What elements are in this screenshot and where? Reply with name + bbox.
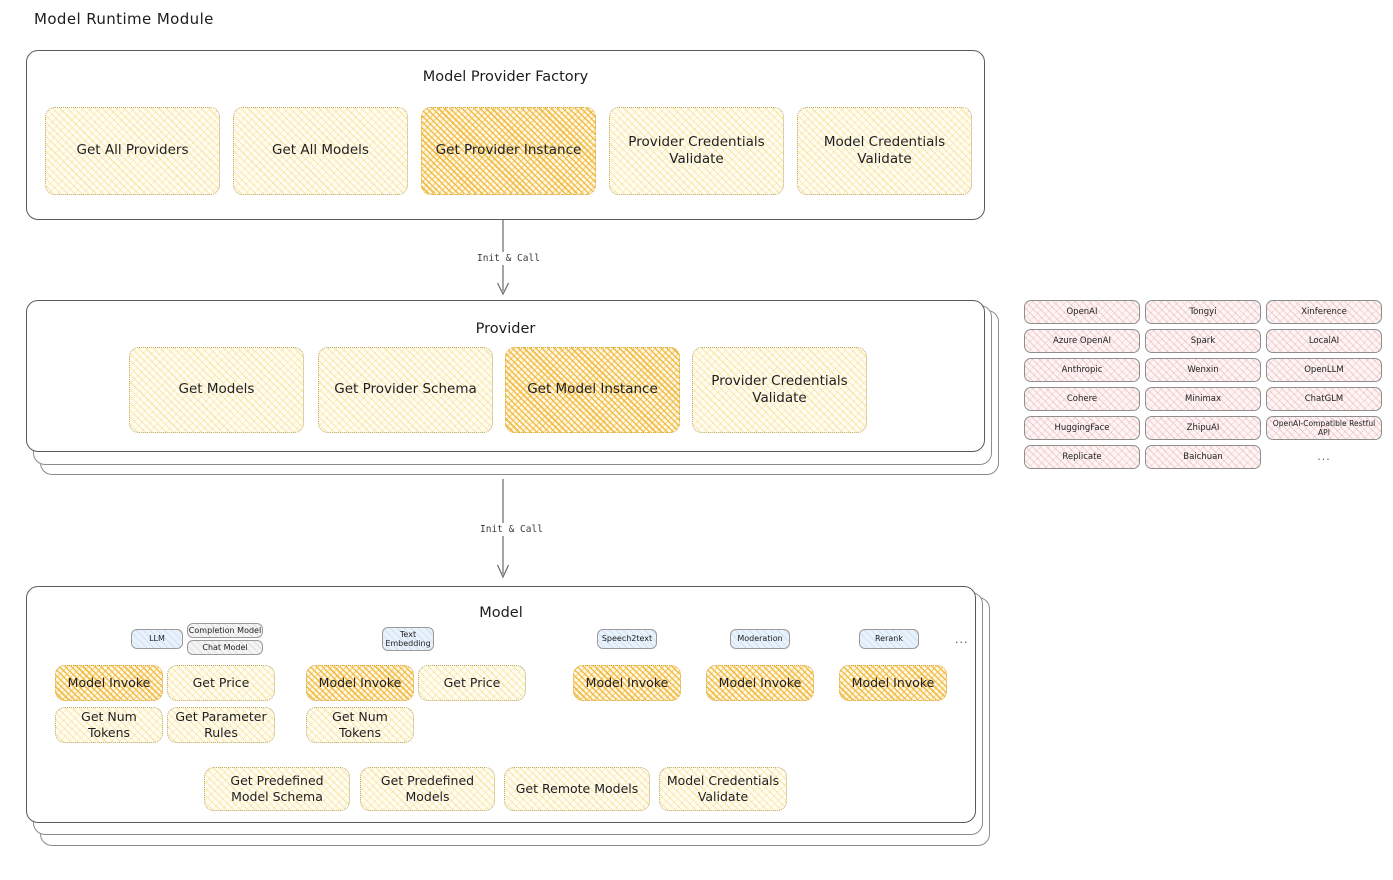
panel-model: Model LLM Completion Model Chat Model Mo…	[26, 586, 976, 823]
chip-localai[interactable]: LocalAI	[1266, 329, 1382, 353]
chip-azure-openai[interactable]: Azure OpenAI	[1024, 329, 1140, 353]
badge-text-embedding[interactable]: Text Embedding	[382, 627, 434, 651]
chip-openai-compatible-restful-api[interactable]: OpenAI-Compatible Restful API	[1266, 416, 1382, 440]
badge-llm[interactable]: LLM	[131, 629, 183, 649]
connector-label-init-call-1: Init & Call	[474, 252, 543, 265]
chip-spark[interactable]: Spark	[1145, 329, 1261, 353]
box-text-embedding-model-invoke[interactable]: Model Invoke	[306, 665, 414, 701]
box-rerank-model-invoke[interactable]: Model Invoke	[839, 665, 947, 701]
box-llm-get-parameter-rules[interactable]: Get Parameter Rules	[167, 707, 275, 743]
box-model-credentials-validate[interactable]: Model Credentials Validate	[797, 107, 972, 195]
page-title: Model Runtime Module	[34, 10, 214, 28]
box-get-models[interactable]: Get Models	[129, 347, 304, 433]
panel-title-provider: Provider	[475, 321, 536, 337]
chip-wenxin[interactable]: Wenxin	[1145, 358, 1261, 382]
chip-replicate[interactable]: Replicate	[1024, 445, 1140, 469]
provider-list: OpenAI Azure OpenAI Anthropic Cohere Hug…	[1024, 300, 1384, 480]
box-provider-credentials-validate-2[interactable]: Provider Credentials Validate	[692, 347, 867, 433]
chip-chatglm[interactable]: ChatGLM	[1266, 387, 1382, 411]
box-get-all-providers[interactable]: Get All Providers	[45, 107, 220, 195]
box-get-remote-models[interactable]: Get Remote Models	[504, 767, 650, 811]
provider-list-ellipsis: ...	[1317, 450, 1331, 463]
badge-speech2text[interactable]: Speech2text	[597, 629, 657, 649]
connector-label-init-call-2: Init & Call	[477, 523, 546, 536]
box-text-embedding-get-num-tokens[interactable]: Get Num Tokens	[306, 707, 414, 743]
box-llm-get-num-tokens[interactable]: Get Num Tokens	[55, 707, 163, 743]
box-get-predefined-model-schema[interactable]: Get Predefined Model Schema	[204, 767, 350, 811]
box-llm-get-price[interactable]: Get Price	[167, 665, 275, 701]
box-provider-credentials-validate[interactable]: Provider Credentials Validate	[609, 107, 784, 195]
box-get-provider-schema[interactable]: Get Provider Schema	[318, 347, 493, 433]
badge-rerank[interactable]: Rerank	[859, 629, 919, 649]
badge-completion-model[interactable]: Completion Model	[187, 623, 263, 638]
box-get-predefined-models[interactable]: Get Predefined Models	[360, 767, 495, 811]
box-get-all-models[interactable]: Get All Models	[233, 107, 408, 195]
chip-openllm[interactable]: OpenLLM	[1266, 358, 1382, 382]
chip-minimax[interactable]: Minimax	[1145, 387, 1261, 411]
box-get-model-instance[interactable]: Get Model Instance	[505, 347, 680, 433]
badge-chat-model[interactable]: Chat Model	[187, 640, 263, 655]
panel-title-model: Model	[479, 605, 523, 621]
chip-tongyi[interactable]: Tongyi	[1145, 300, 1261, 324]
box-model-credentials-validate-2[interactable]: Model Credentials Validate	[659, 767, 787, 811]
box-text-embedding-get-price[interactable]: Get Price	[418, 665, 526, 701]
chip-zhipuai[interactable]: ZhipuAI	[1145, 416, 1261, 440]
badge-moderation[interactable]: Moderation	[730, 629, 790, 649]
box-llm-model-invoke[interactable]: Model Invoke	[55, 665, 163, 701]
panel-model-provider-factory: Model Provider Factory Get All Providers…	[26, 50, 985, 220]
chip-cohere[interactable]: Cohere	[1024, 387, 1140, 411]
chip-anthropic[interactable]: Anthropic	[1024, 358, 1140, 382]
panel-title-factory: Model Provider Factory	[422, 69, 589, 85]
box-speech2text-model-invoke[interactable]: Model Invoke	[573, 665, 681, 701]
chip-baichuan[interactable]: Baichuan	[1145, 445, 1261, 469]
model-groups-ellipsis: ...	[955, 633, 969, 646]
box-get-provider-instance[interactable]: Get Provider Instance	[421, 107, 596, 195]
chip-openai[interactable]: OpenAI	[1024, 300, 1140, 324]
box-moderation-model-invoke[interactable]: Model Invoke	[706, 665, 814, 701]
chip-xinference[interactable]: Xinference	[1266, 300, 1382, 324]
panel-provider: Provider Get Models Get Provider Schema …	[26, 300, 985, 452]
chip-huggingface[interactable]: HuggingFace	[1024, 416, 1140, 440]
